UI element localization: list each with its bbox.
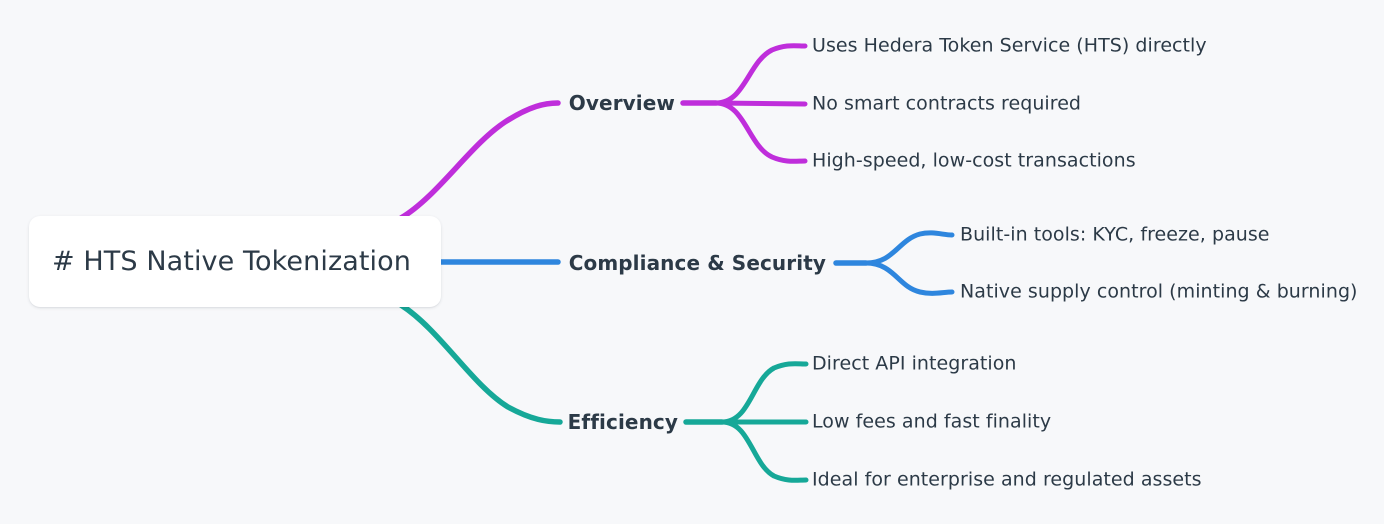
branch-label-overview[interactable]: Overview (568, 91, 675, 115)
leaf-label-efficiency-1[interactable]: Direct API integration (812, 352, 1017, 375)
leaf-label-compliance-1[interactable]: Built-in tools: KYC, freeze, pause (960, 223, 1270, 246)
root-node-label: # HTS Native Tokenization (52, 245, 411, 277)
edge-root-to-overview (398, 100, 561, 221)
root-node[interactable]: # HTS Native Tokenization (29, 216, 441, 307)
edge-compliance-to-child-2 (863, 260, 955, 296)
leaf-label-overview-1[interactable]: Uses Hedera Token Service (HTS) directly (812, 34, 1207, 57)
edge-overview-to-child-3 (713, 100, 808, 164)
leaf-label-overview-2[interactable]: No smart contracts required (812, 92, 1082, 115)
leaf-label-compliance-2[interactable]: Native supply control (minting & burning… (960, 280, 1358, 303)
branch-label-efficiency[interactable]: Efficiency (567, 410, 678, 434)
edge-overview-to-child-1 (713, 43, 808, 106)
edge-overview-to-child-2 (713, 100, 808, 107)
edge-efficiency-to-child-3 (719, 419, 809, 483)
edge-root-to-efficiency (398, 302, 563, 425)
leaf-label-overview-3[interactable]: High-speed, low-cost transactions (812, 149, 1136, 172)
edge-efficiency-to-child-1 (719, 361, 809, 425)
edge-compliance-to-child-1 (863, 230, 955, 266)
leaf-label-efficiency-2[interactable]: Low fees and fast finality (812, 410, 1052, 433)
branch-label-compliance-security[interactable]: Compliance & Security (568, 251, 826, 275)
leaf-label-efficiency-3[interactable]: Ideal for enterprise and regulated asset… (812, 468, 1202, 491)
